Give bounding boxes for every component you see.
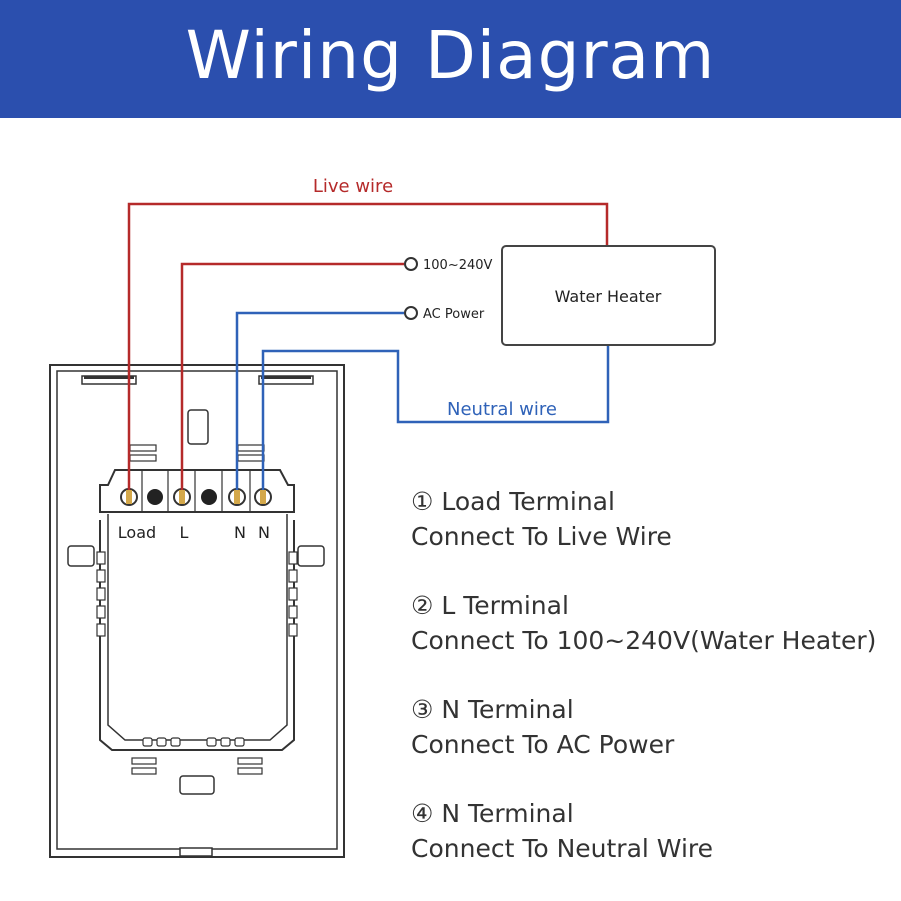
terminal-screw-l <box>173 488 191 506</box>
voltage-terminal <box>404 257 418 271</box>
terminal-label-n1: N <box>234 523 246 542</box>
live-wire-l-to-voltage <box>180 262 404 490</box>
terminal-screw-n1 <box>228 488 246 506</box>
note-title: ① Load Terminal <box>411 487 615 516</box>
terminal-screw-n2 <box>254 488 272 506</box>
terminal-blank-2 <box>201 489 217 505</box>
note-title: ③ N Terminal <box>411 695 574 724</box>
terminal-notes: ① Load Terminal Connect To Live Wire ② L… <box>411 484 896 900</box>
live-wire-load-to-heater <box>127 202 609 490</box>
voltage-label: 100~240V <box>423 258 493 273</box>
live-wires <box>127 202 609 490</box>
neutral-wire-label: Neutral wire <box>447 399 557 420</box>
switch-module: Load L N N <box>96 469 298 751</box>
terminal-label-l: L <box>180 523 189 542</box>
water-heater-box <box>501 245 716 346</box>
note-title: ④ N Terminal <box>411 799 574 828</box>
water-heater-label: Water Heater <box>555 287 662 306</box>
note-l-terminal: ② L Terminal Connect To 100~240V(Water H… <box>411 588 896 692</box>
note-n-terminal-ac: ③ N Terminal Connect To AC Power <box>411 692 896 796</box>
neutral-wire-n1-to-ac <box>235 311 404 490</box>
note-load-terminal: ① Load Terminal Connect To Live Wire <box>411 484 896 588</box>
neutral-wire-n2-to-heater <box>261 346 610 490</box>
note-desc: Connect To Neutral Wire <box>411 834 714 863</box>
terminal-blank-1 <box>147 489 163 505</box>
ac-power-terminal <box>404 306 418 320</box>
note-desc: Connect To Live Wire <box>411 522 672 551</box>
note-desc: Connect To AC Power <box>411 730 675 759</box>
neutral-wires <box>235 311 610 490</box>
terminal-label-load: Load <box>118 523 156 542</box>
note-desc: Connect To 100~240V(Water Heater) <box>411 626 877 655</box>
terminal-screw-load <box>120 488 138 506</box>
title-banner: Wiring Diagram <box>0 0 901 118</box>
note-title: ② L Terminal <box>411 591 569 620</box>
note-n-terminal-neutral: ④ N Terminal Connect To Neutral Wire <box>411 796 896 900</box>
ac-power-label: AC Power <box>423 307 485 322</box>
terminal-label-n2: N <box>258 523 270 542</box>
live-wire-label: Live wire <box>313 176 393 197</box>
page-title: Wiring Diagram <box>185 17 716 94</box>
